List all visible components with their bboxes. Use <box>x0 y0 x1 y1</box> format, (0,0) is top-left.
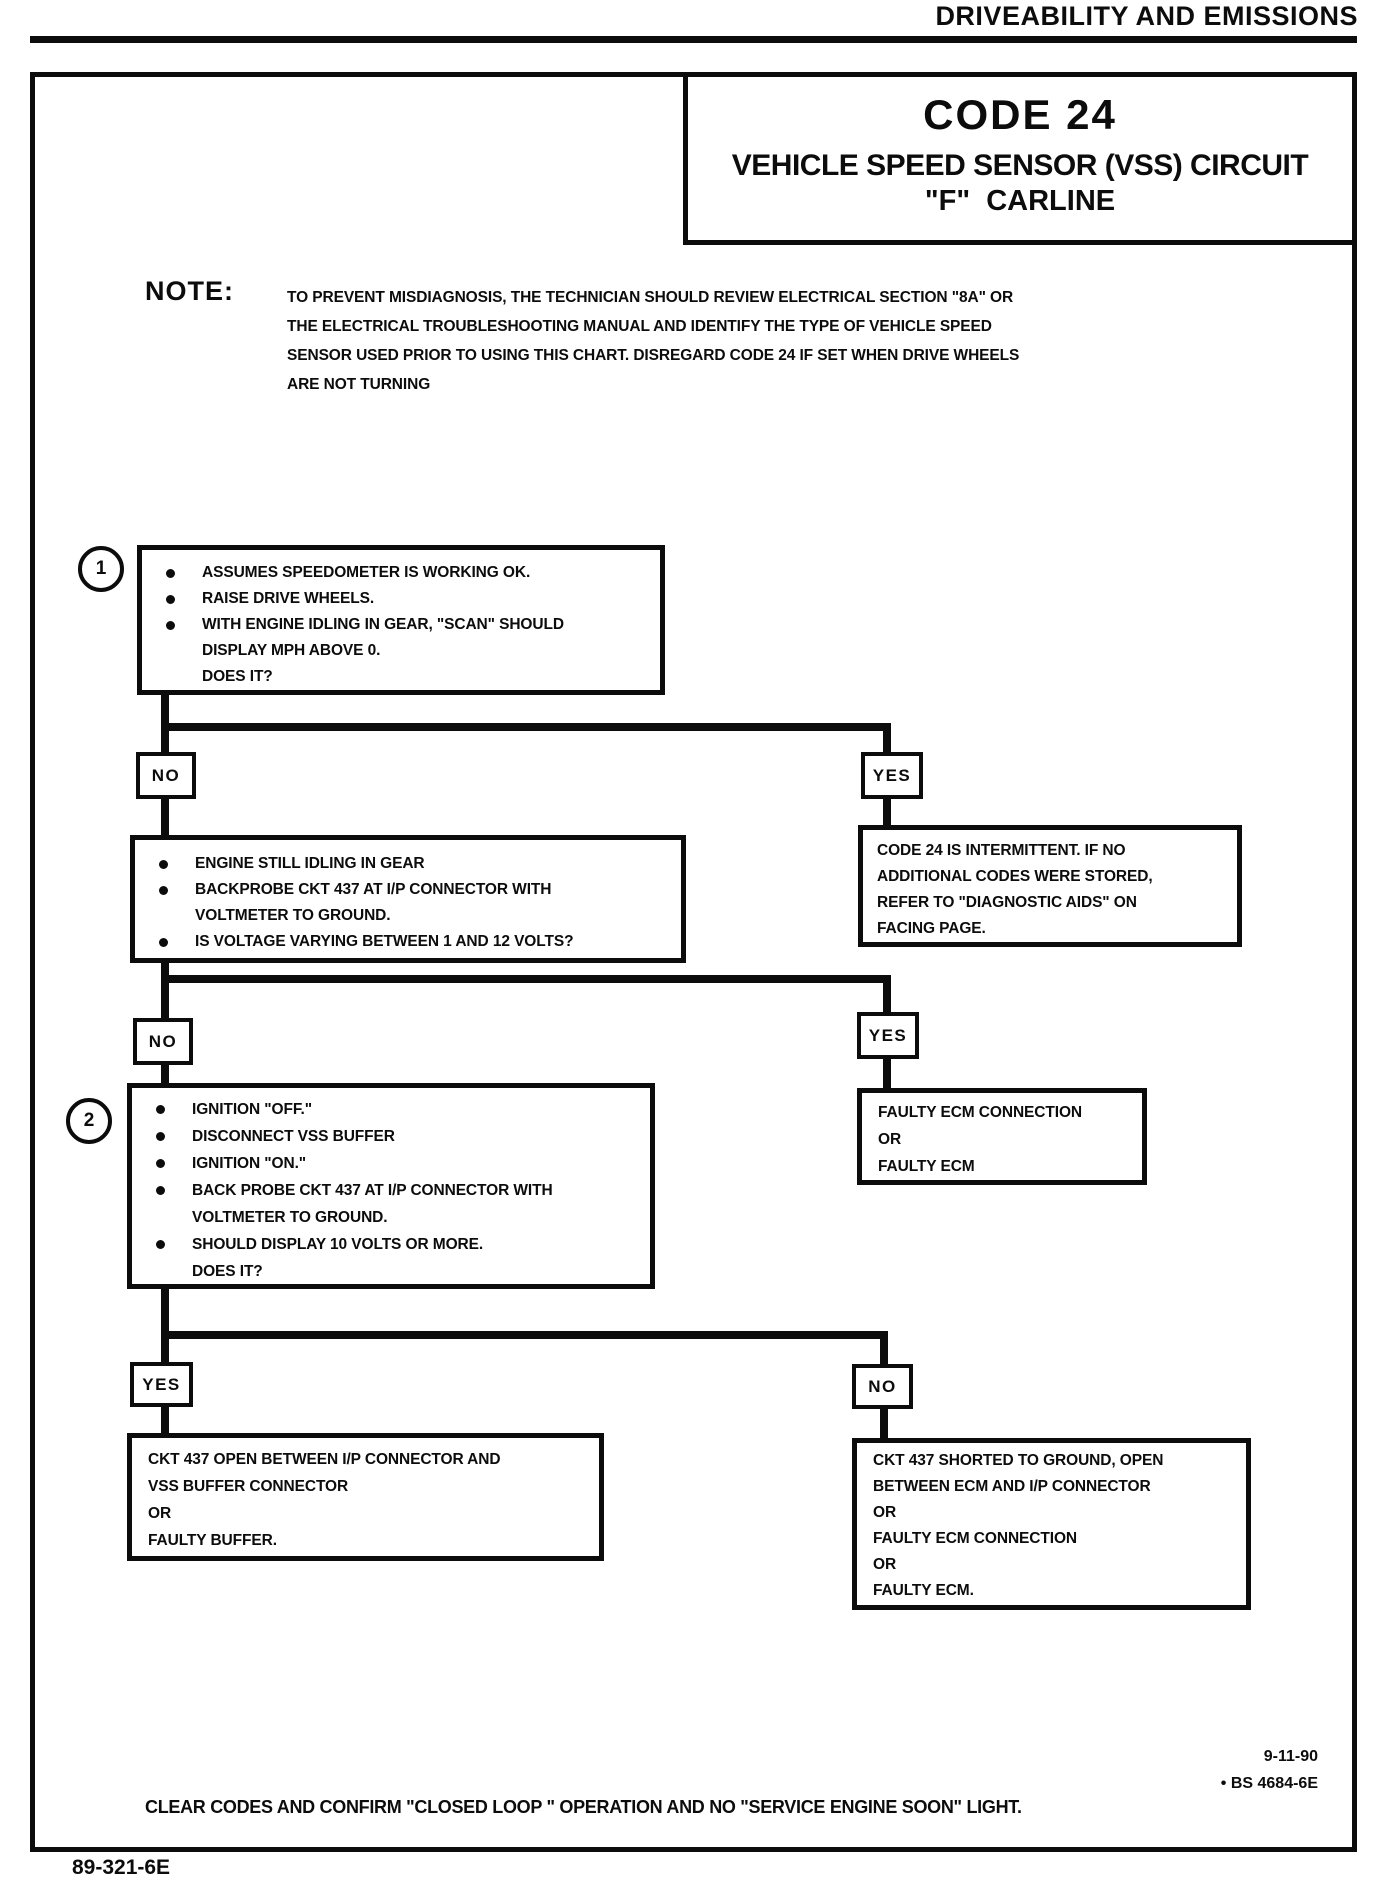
branch-label: NO <box>148 1031 178 1051</box>
bullet-text: DISCONNECT VSS BUFFER <box>192 1128 395 1145</box>
connector-line <box>883 975 891 1013</box>
bullet-item: RAISE DRIVE WHEELS. <box>166 586 652 612</box>
bullet-icon <box>156 1159 165 1168</box>
branch-label: YES <box>868 1025 908 1045</box>
step-1-number: 1 <box>95 558 107 579</box>
page-header-title: DRIVEABILITY AND EMISSIONS <box>935 1 1358 31</box>
step-2-circle: 2 <box>66 1098 112 1144</box>
connector-line <box>161 799 169 836</box>
bullet-text: WITH ENGINE IDLING IN GEAR, "SCAN" SHOUL… <box>202 616 564 685</box>
connector-line <box>161 723 891 731</box>
branch3-yes-tag: YES <box>130 1362 193 1407</box>
connector-line <box>883 1059 891 1088</box>
branch-label: YES <box>142 1374 181 1394</box>
faulty-ecm-box: FAULTY ECM CONNECTION OR FAULTY ECM <box>857 1088 1147 1185</box>
step-2-box: IGNITION "OFF." DISCONNECT VSS BUFFER IG… <box>127 1083 655 1289</box>
bullet-icon <box>166 569 175 578</box>
title-subtitle-line1: VEHICLE SPEED SENSOR (VSS) CIRCUIT <box>731 149 1309 182</box>
note-label: NOTE: <box>145 276 234 306</box>
note-text: TO PREVENT MISDIAGNOSIS, THE TECHNICIAN … <box>287 289 1020 393</box>
connector-line <box>880 1409 888 1438</box>
bullet-text: RAISE DRIVE WHEELS. <box>202 590 375 607</box>
bullet-item: DISCONNECT VSS BUFFER <box>156 1123 642 1150</box>
title-box: CODE 24 VEHICLE SPEED SENSOR (VSS) CIRCU… <box>683 72 1357 245</box>
bullet-text: SHOULD DISPLAY 10 VOLTS OR MORE. DOES IT… <box>192 1236 484 1280</box>
bullet-item: IGNITION "ON." <box>156 1150 642 1177</box>
bullet-item: IS VOLTAGE VARYING BETWEEN 1 AND 12 VOLT… <box>159 929 673 955</box>
bullet-item: ASSUMES SPEEDOMETER IS WORKING OK. <box>166 560 652 586</box>
footer-meta: 9-11-90 • BS 4684-6E <box>1100 1743 1318 1797</box>
footer-doc-code: • BS 4684-6E <box>1220 1775 1318 1792</box>
branch-label: YES <box>872 765 912 785</box>
box-text: CKT 437 OPEN BETWEEN I/P CONNECTOR AND V… <box>148 1451 501 1549</box>
bullet-text: IS VOLTAGE VARYING BETWEEN 1 AND 12 VOLT… <box>195 933 574 950</box>
connector-line <box>883 723 891 754</box>
result-right-box: CKT 437 SHORTED TO GROUND, OPEN BETWEEN … <box>852 1438 1251 1610</box>
footer-date: 9-11-90 <box>1263 1748 1318 1765</box>
box-text: FAULTY ECM CONNECTION OR FAULTY ECM <box>878 1104 1082 1175</box>
header-rule <box>30 36 1357 43</box>
branch1-no-tag: NO <box>136 752 196 799</box>
bullet-item: ENGINE STILL IDLING IN GEAR <box>159 851 673 877</box>
branch-label: NO <box>868 1376 897 1396</box>
connector-line <box>161 975 891 983</box>
connector-line <box>161 1065 169 1085</box>
bullet-text: IGNITION "OFF." <box>192 1101 312 1118</box>
connector-line <box>161 1331 888 1339</box>
box-text: CODE 24 IS INTERMITTENT. IF NO ADDITIONA… <box>877 842 1153 937</box>
branch-label: NO <box>151 765 181 785</box>
result-left-box: CKT 437 OPEN BETWEEN I/P CONNECTOR AND V… <box>127 1433 604 1561</box>
connector-line <box>161 1407 169 1435</box>
connector-line <box>883 799 891 826</box>
bullet-icon <box>156 1132 165 1141</box>
bullet-item: BACK PROBE CKT 437 AT I/P CONNECTOR WITH… <box>156 1177 642 1231</box>
footer-instruction: CLEAR CODES AND CONFIRM "CLOSED LOOP " O… <box>145 1797 1022 1817</box>
box-text: CKT 437 SHORTED TO GROUND, OPEN BETWEEN … <box>873 1452 1164 1599</box>
bullet-icon <box>156 1240 165 1249</box>
bullet-text: IGNITION "ON." <box>192 1155 307 1172</box>
bullet-icon <box>159 860 168 869</box>
bullet-text: BACK PROBE CKT 437 AT I/P CONNECTOR WITH… <box>192 1182 553 1226</box>
title-subtitle-line2: "F" CARLINE <box>924 185 1116 217</box>
bullet-icon <box>156 1105 165 1114</box>
connector-line <box>880 1331 888 1365</box>
step-2-number: 2 <box>83 1110 95 1131</box>
bullet-icon <box>166 595 175 604</box>
bullet-item: BACKPROBE CKT 437 AT I/P CONNECTOR WITH … <box>159 877 673 929</box>
bullet-item: SHOULD DISPLAY 10 VOLTS OR MORE. DOES IT… <box>156 1231 642 1285</box>
step-1-circle: 1 <box>78 546 124 592</box>
code-title: CODE 24 <box>923 91 1117 138</box>
bullet-icon <box>159 938 168 947</box>
page-code: 89-321-6E <box>72 1856 171 1879</box>
bullet-text: ASSUMES SPEEDOMETER IS WORKING OK. <box>202 564 531 581</box>
check-voltage-box: ENGINE STILL IDLING IN GEAR BACKPROBE CK… <box>130 835 686 963</box>
bullet-text: BACKPROBE CKT 437 AT I/P CONNECTOR WITH … <box>195 881 552 924</box>
bullet-item: IGNITION "OFF." <box>156 1096 642 1123</box>
bullet-text: ENGINE STILL IDLING IN GEAR <box>195 855 425 872</box>
branch1-yes-tag: YES <box>861 752 923 799</box>
bullet-icon <box>159 886 168 895</box>
connector-line <box>161 963 169 1019</box>
intermittent-box: CODE 24 IS INTERMITTENT. IF NO ADDITIONA… <box>858 825 1242 947</box>
connector-line <box>161 1289 169 1363</box>
branch3-no-tag: NO <box>852 1364 913 1409</box>
step-1-box: ASSUMES SPEEDOMETER IS WORKING OK. RAISE… <box>137 545 665 695</box>
branch2-yes-tag: YES <box>857 1012 919 1059</box>
bullet-item: WITH ENGINE IDLING IN GEAR, "SCAN" SHOUL… <box>166 612 652 690</box>
branch2-no-tag: NO <box>133 1018 193 1065</box>
bullet-icon <box>156 1186 165 1195</box>
bullet-icon <box>166 621 175 630</box>
